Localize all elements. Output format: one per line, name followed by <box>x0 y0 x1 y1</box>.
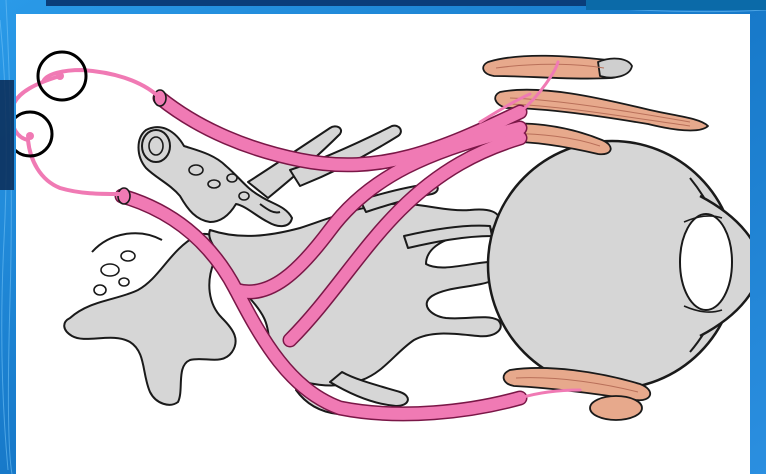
tendon-bottom <box>590 396 642 420</box>
reflex-loop <box>16 70 158 194</box>
diagram-panel <box>16 14 750 474</box>
circle-marker-lower <box>16 112 52 156</box>
nerve-thin-bottom <box>520 390 580 398</box>
eyeball <box>488 141 750 389</box>
eye-innervation-diagram <box>16 14 750 474</box>
lens <box>680 214 732 310</box>
